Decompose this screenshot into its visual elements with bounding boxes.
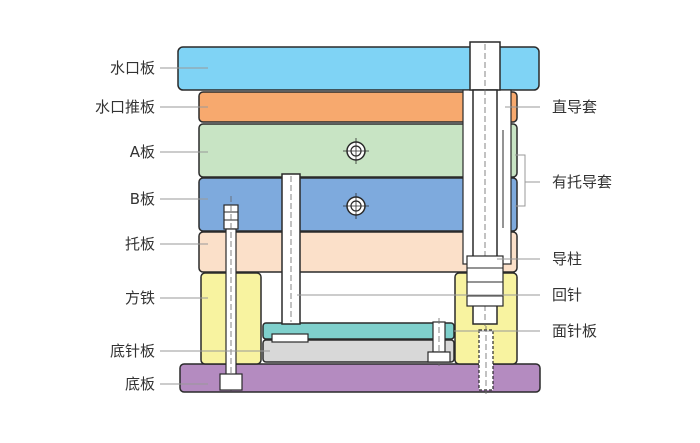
clamp-plate bbox=[179, 363, 541, 393]
label-spacer-block: 方铁 bbox=[124, 289, 155, 307]
support-plate bbox=[198, 231, 518, 273]
label-clamp-plate: 底板 bbox=[124, 375, 155, 393]
return-pin bbox=[271, 173, 309, 343]
ejector-guide-bush bbox=[478, 326, 494, 394]
label-stripper-plate: 水口推板 bbox=[94, 98, 155, 116]
label-guide-bush: 直导套 bbox=[552, 98, 598, 116]
label-support-plate: 托板 bbox=[124, 235, 155, 253]
label-a-plate: A板 bbox=[129, 143, 155, 161]
ejector-screw bbox=[427, 318, 451, 366]
guide-pin bbox=[462, 41, 512, 326]
label-b-plate: B板 bbox=[129, 190, 155, 208]
hole-a-plate bbox=[343, 138, 369, 164]
label-guide-pin: 导柱 bbox=[552, 250, 583, 268]
hole-b-plate bbox=[343, 193, 369, 219]
long-screw bbox=[219, 196, 243, 394]
label-shoulder-bush: 有托导套 bbox=[552, 173, 613, 191]
label-ejector-plate: 面针板 bbox=[552, 322, 598, 340]
leader-shoulder-bush bbox=[515, 154, 526, 207]
label-return-pin: 回针 bbox=[552, 286, 583, 304]
ejector-retainer-plate bbox=[262, 339, 455, 363]
label-ejector-retainer: 底针板 bbox=[109, 342, 155, 360]
label-sprue-plate: 水口板 bbox=[109, 59, 155, 77]
